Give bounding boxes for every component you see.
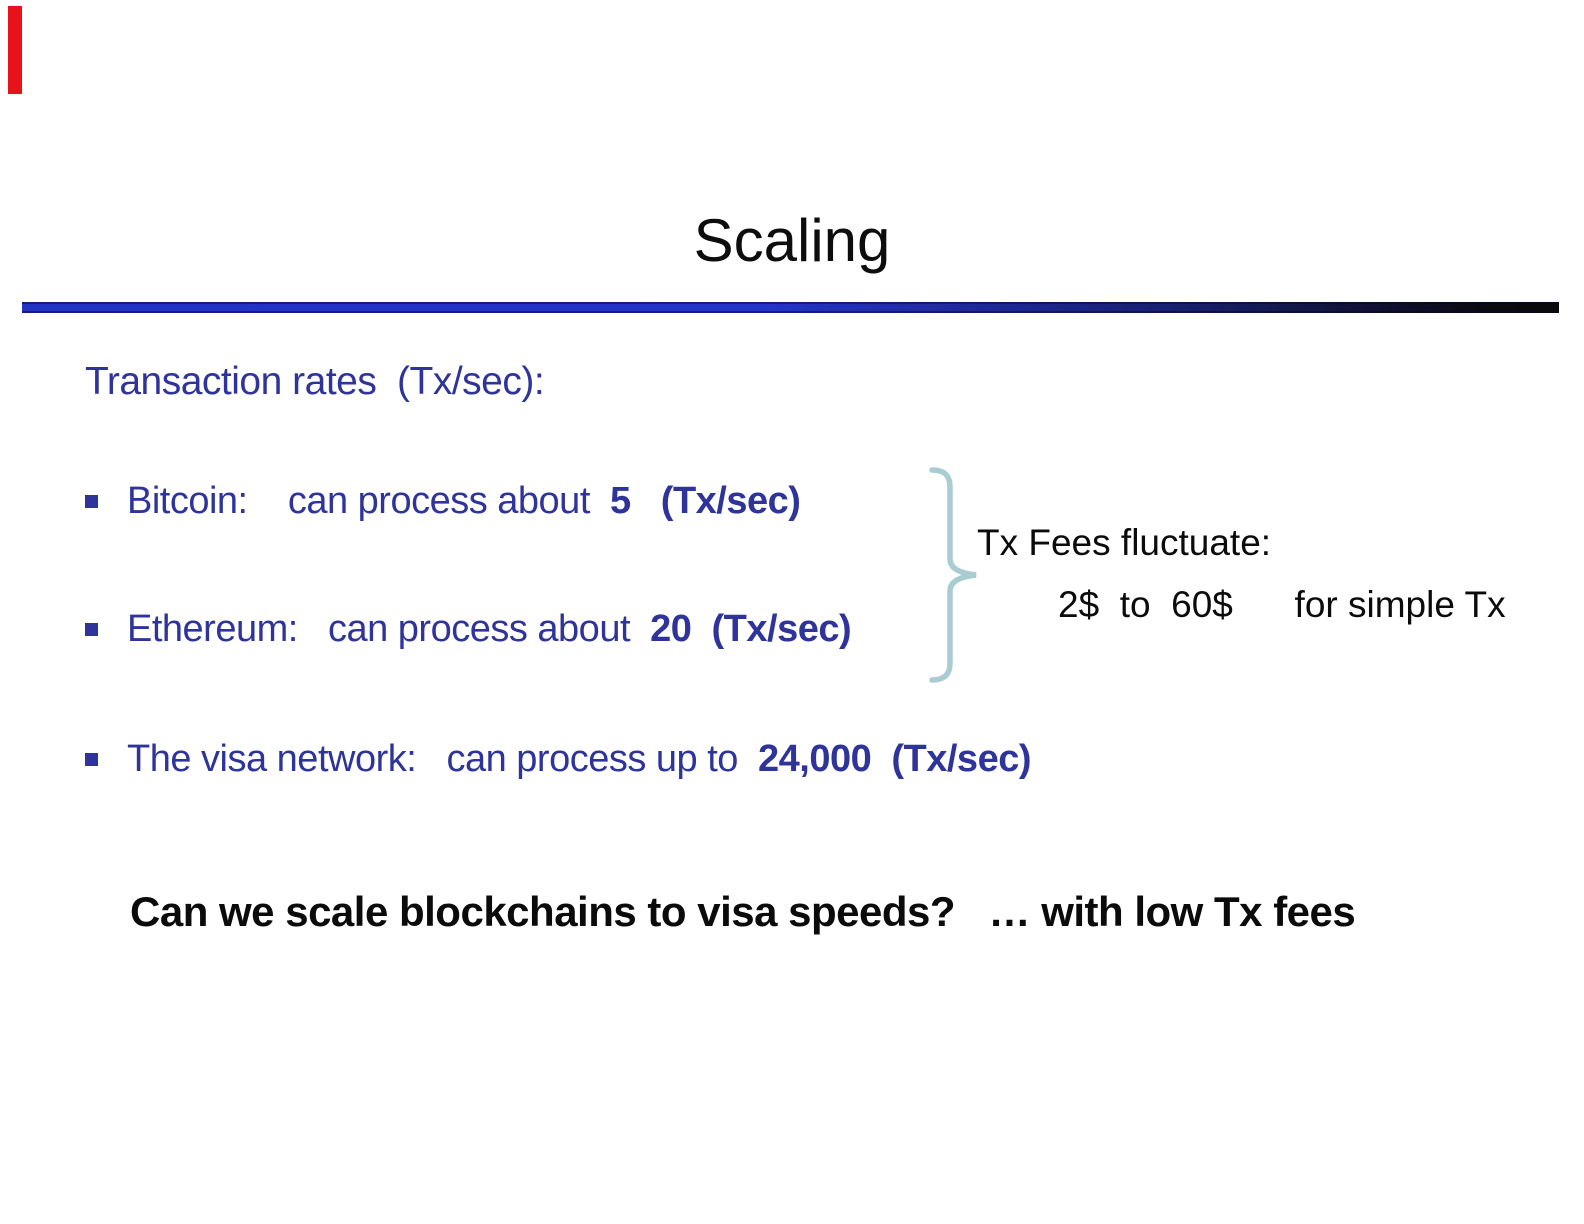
bullet-square-icon bbox=[85, 753, 98, 766]
bullet-text-normal: Bitcoin: can process about bbox=[127, 480, 610, 522]
bullet-text-bold: 20 (Tx/sec) bbox=[650, 608, 852, 650]
bullet-text-normal: Ethereum: can process about bbox=[127, 608, 651, 650]
bullet-text-bold: 5 (Tx/sec) bbox=[610, 480, 801, 522]
bullet-item-visa: The visa network: can process up to 24,0… bbox=[85, 738, 1031, 781]
bullet-square-icon bbox=[85, 623, 98, 636]
fees-note-range: 2$ to 60$ for simple Tx bbox=[1058, 584, 1506, 625]
slide-title: Scaling bbox=[693, 207, 891, 274]
bullet-item-bitcoin: Bitcoin: can process about 5 (Tx/sec) bbox=[85, 480, 801, 523]
bullet-item-ethereum: Ethereum: can process about 20 (Tx/sec) bbox=[85, 608, 852, 651]
red-marker-bar bbox=[8, 6, 22, 94]
bullet-text-bold: 24,000 (Tx/sec) bbox=[758, 738, 1031, 780]
title-divider-rule bbox=[22, 302, 1559, 313]
bullet-text-normal: The visa network: can process up to bbox=[127, 738, 759, 780]
curly-brace-icon bbox=[929, 467, 977, 683]
fees-note-heading: Tx Fees fluctuate: bbox=[977, 522, 1272, 563]
bullet-text: The visa network: can process up to 24,0… bbox=[127, 738, 1031, 781]
bullet-square-icon bbox=[85, 495, 98, 508]
section-heading: Transaction rates (Tx/sec): bbox=[85, 360, 545, 403]
closing-question: Can we scale blockchains to visa speeds?… bbox=[130, 888, 1356, 935]
bullet-text: Bitcoin: can process about 5 (Tx/sec) bbox=[127, 480, 801, 523]
bullet-text: Ethereum: can process about 20 (Tx/sec) bbox=[127, 608, 852, 651]
